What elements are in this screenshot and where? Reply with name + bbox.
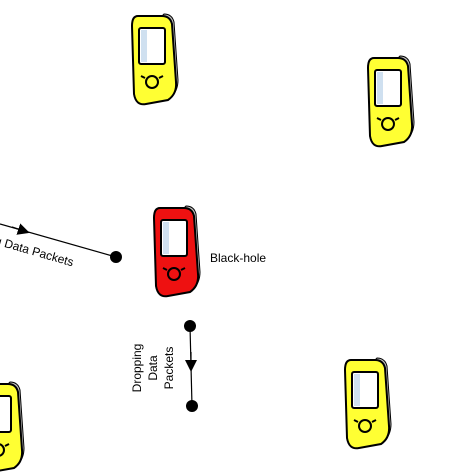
mobile-device-icon	[367, 55, 415, 148]
incoming-packet-link	[0, 223, 122, 263]
mobile-device-icon	[344, 357, 392, 450]
sending-packets-label: g Data Packets	[0, 233, 75, 269]
mobile-device-icon	[153, 205, 201, 298]
dropping-label: Dropping Data Packets	[130, 344, 176, 393]
mobile-device-icon	[0, 381, 25, 474]
node-bottom-right	[344, 357, 392, 450]
node-bottom-left	[0, 381, 25, 474]
incoming-arrow	[11, 223, 30, 235]
link-endpoint	[110, 251, 122, 263]
black-hole-node	[153, 205, 201, 298]
node-top	[131, 13, 179, 106]
dropping-label-line-1: Dropping	[130, 344, 144, 393]
black-hole-label: Black-hole	[210, 251, 266, 265]
dropping-label-line-3: Packets	[162, 347, 176, 390]
drop-end-point	[186, 400, 198, 412]
dropping-packet-link	[184, 320, 198, 412]
dropping-label-line-2: Data	[146, 355, 160, 381]
node-right	[367, 55, 415, 148]
mobile-device-icon	[131, 13, 179, 106]
